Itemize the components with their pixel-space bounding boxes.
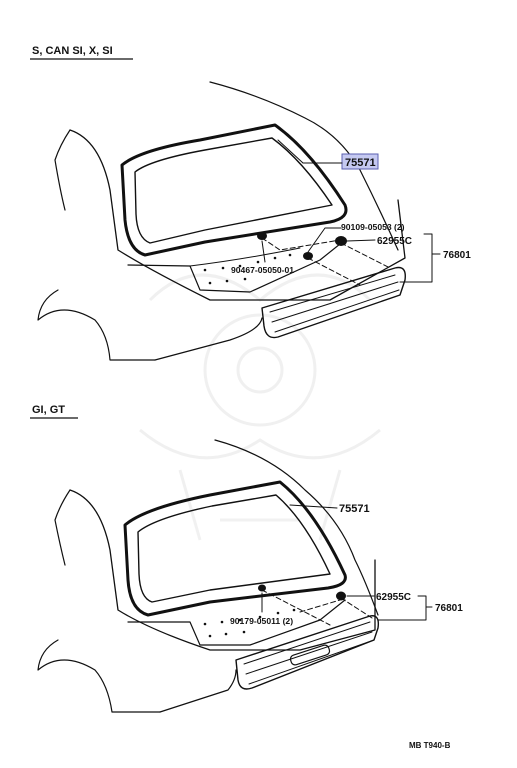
bolt-dots-1 [203,253,292,285]
label-assembly-2[interactable]: 76801 [435,603,463,614]
section-1-heading: S, CAN SI, X, SI [32,45,113,57]
bolt-dots-2 [203,608,296,638]
label-glass-1[interactable]: 75571 [345,157,376,169]
leader-grommet-1 [261,240,266,263]
label-clip-2[interactable]: 62955C [376,592,411,603]
car-drawing-2 [37,439,380,713]
leader-clip-1 [346,239,376,242]
highlight-box-75571 [341,153,379,170]
clip-part-2 [336,591,346,601]
bracket-assembly-2 [377,595,427,621]
section-1: S, CAN SI, X, SI [30,45,471,361]
leader-bolt-1 [307,227,342,253]
label-bolt-2[interactable]: 90179-05011 (2) [230,616,293,626]
section-2-heading: GI, GT [32,404,65,416]
footer-code: MB T940-B [409,741,451,750]
leader-glass-1 [277,139,304,164]
car-drawing-1 [37,81,406,361]
leader-glass-2 [289,504,338,509]
rear-garnish-2 [235,615,380,690]
label-grommet-1[interactable]: 90467-05050-01 [231,265,294,275]
rear-garnish-1 [261,266,406,339]
clip-part-1 [335,236,347,246]
bracket-assembly-1 [399,233,433,283]
label-glass-2[interactable]: 75571 [339,503,370,515]
label-bolt-1[interactable]: 90109-05053 (2) [341,222,405,232]
section-2: GI, GT [30,404,463,713]
label-assembly-1[interactable]: 76801 [443,250,471,261]
bolt-part-1 [303,252,313,260]
grommet-part-1 [257,232,267,240]
label-clip-1[interactable]: 62955C [377,236,412,247]
bolt-part-2 [258,584,266,592]
